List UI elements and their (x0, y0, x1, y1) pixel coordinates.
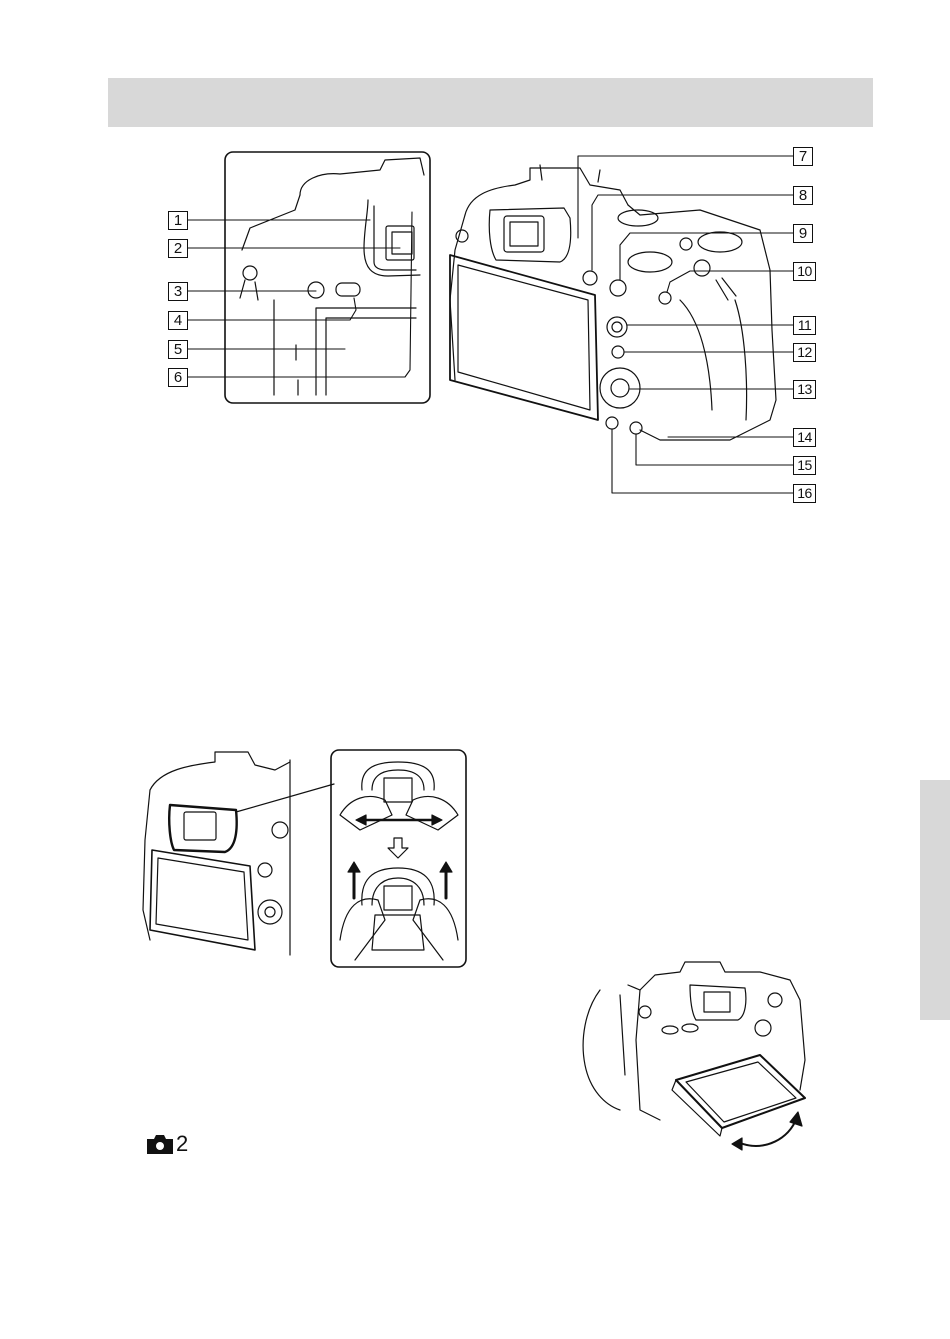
callout-3: 3 (168, 282, 188, 301)
monitor-tilt-illustration (583, 962, 805, 1150)
callout-5: 5 (168, 340, 188, 359)
callout-10: 10 (793, 262, 816, 281)
shooting-menu-label: 2 (146, 1131, 188, 1157)
leader-lines-left (188, 212, 412, 377)
callout-16: 16 (793, 484, 816, 503)
menu-page-number: 2 (176, 1131, 188, 1157)
callout-6: 6 (168, 368, 188, 387)
callout-8: 8 (793, 186, 813, 205)
camera-icon (146, 1133, 174, 1155)
eyecup-camera-illustration (143, 752, 334, 955)
camera-rear-illustration (450, 165, 776, 440)
callout-13: 13 (793, 380, 816, 399)
leader-lines-right (578, 156, 793, 493)
callout-11: 11 (793, 316, 816, 335)
callout-9: 9 (793, 224, 813, 243)
callout-7: 7 (793, 147, 813, 166)
callout-12: 12 (793, 343, 816, 362)
callout-14: 14 (793, 428, 816, 447)
callout-4: 4 (168, 311, 188, 330)
eyepiece-detail-illustration (225, 152, 430, 403)
callout-2: 2 (168, 239, 188, 258)
callout-15: 15 (793, 456, 816, 475)
callout-1: 1 (168, 211, 188, 230)
eyecup-steps-illustration (331, 750, 466, 967)
